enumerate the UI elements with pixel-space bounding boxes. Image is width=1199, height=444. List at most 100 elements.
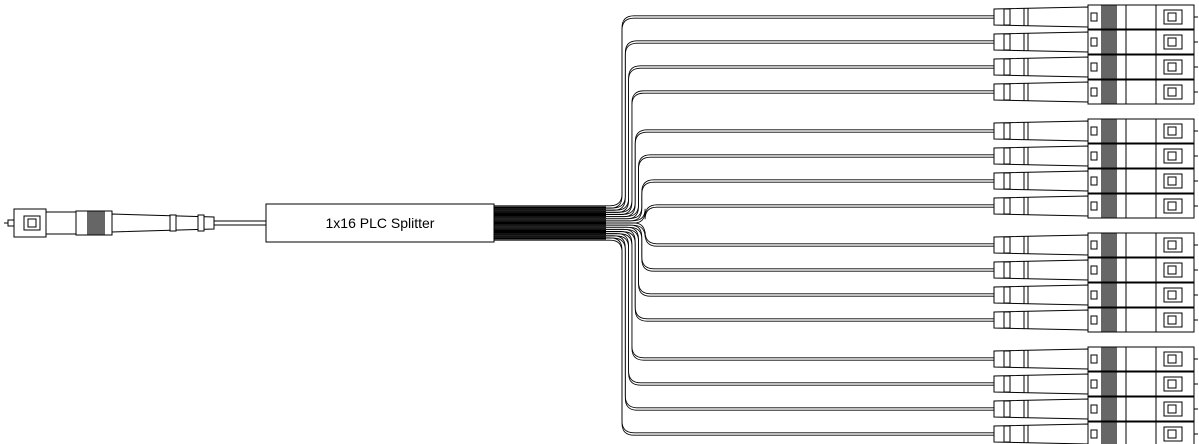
output-leg: [494, 29, 1198, 211]
output-sc-body: [1125, 168, 1157, 194]
output-ferrule: [1167, 240, 1177, 250]
output-leg: [494, 231, 1198, 372]
splitter-label: 1x16 PLC Splitter: [326, 215, 435, 231]
output-ribbing: [1101, 233, 1117, 257]
output-boot-ring: [1003, 236, 1011, 254]
output-leg: [494, 233, 1198, 397]
output-crimp-body: [1087, 396, 1127, 422]
output-sc-body: [1125, 193, 1157, 219]
output-leg: [494, 118, 1198, 218]
output-fiber-line: [494, 229, 994, 297]
output-fiber-line: [494, 235, 994, 386]
output-ferrule: [1167, 126, 1177, 136]
output-fiber-line: [494, 231, 994, 359]
output-leg: [494, 143, 1198, 220]
output-latch: [1090, 265, 1098, 275]
output-boot-ring: [1003, 8, 1011, 26]
output-fiber-line: [494, 67, 994, 213]
output-fiber-line: [494, 228, 994, 320]
output-sc-body: [1125, 54, 1157, 80]
output-connector: [993, 421, 1198, 444]
output-latch: [1090, 201, 1098, 211]
output-ribbing: [1101, 347, 1117, 371]
output-fiber-line: [494, 231, 994, 322]
input-fiber-cable: [214, 220, 266, 226]
output-boot-ring: [1003, 122, 1011, 140]
input-tip: [7, 219, 15, 227]
output-boot-ring: [1003, 400, 1011, 418]
output-fiber-line: [494, 131, 994, 218]
output-sc-body: [1125, 29, 1157, 55]
output-leg: [494, 228, 1198, 333]
output-ferrule: [1167, 12, 1177, 22]
input-connector: [4, 208, 215, 238]
output-ribbing: [1101, 283, 1117, 307]
output-leg: [494, 237, 1198, 444]
fiber-bundle: [494, 206, 606, 240]
output-ferrule: [1167, 290, 1177, 300]
output-ribbing: [1101, 397, 1117, 421]
output-ribbing: [1101, 5, 1117, 29]
output-connector: [993, 257, 1198, 283]
output-fiber-line: [494, 233, 994, 361]
output-sc-body: [1125, 282, 1157, 308]
output-ribbing: [1101, 258, 1117, 282]
output-ferrule: [1167, 151, 1177, 161]
output-connector: [993, 282, 1198, 308]
output-boot-ring: [1003, 350, 1011, 368]
output-fiber-line: [494, 235, 994, 409]
output-latch: [1090, 315, 1098, 325]
output-latch: [1090, 37, 1098, 47]
input-sc-body: [45, 211, 77, 235]
output-connector: [993, 79, 1198, 105]
output-ferrule: [1167, 87, 1177, 97]
output-fibers: [494, 4, 1198, 444]
output-fiber-line: [494, 15, 994, 207]
output-connector: [993, 168, 1198, 194]
output-boot-ring: [1003, 172, 1011, 190]
output-ferrule: [1167, 404, 1177, 414]
output-sc-body: [1125, 232, 1157, 258]
output-fiber-line: [494, 224, 994, 247]
output-boot-ring: [1003, 425, 1011, 443]
output-fiber-line: [494, 90, 994, 213]
output-boot-ring: [1003, 33, 1011, 51]
output-latch: [1090, 354, 1098, 364]
output-sc-body: [1125, 143, 1157, 169]
output-sc-body: [1125, 257, 1157, 283]
output-connector: [993, 118, 1198, 144]
output-ferrule: [1167, 62, 1177, 72]
output-latch: [1090, 290, 1098, 300]
output-leg: [494, 168, 1198, 222]
output-latch: [1090, 379, 1098, 389]
output-fiber-line: [494, 239, 994, 436]
output-connector: [993, 346, 1198, 372]
output-ribbing: [1101, 372, 1117, 396]
output-fiber-line: [494, 92, 994, 215]
output-fiber-line: [494, 65, 994, 211]
output-connector: [993, 143, 1198, 169]
output-ferrule: [1167, 379, 1177, 389]
input-ribbing: [87, 211, 105, 235]
output-leg: [494, 224, 1198, 283]
output-fiber-line: [494, 206, 994, 224]
output-boot-ring: [1003, 83, 1011, 101]
output-ferrule: [1167, 37, 1177, 47]
output-latch: [1090, 429, 1098, 439]
output-sc-body: [1125, 307, 1157, 333]
output-leg: [494, 4, 1198, 209]
output-boot-ring: [1003, 58, 1011, 76]
input-ferrule: [27, 218, 37, 228]
output-crimp-body: [1087, 257, 1127, 283]
output-boot-ring: [1003, 375, 1011, 393]
output-connector: [993, 396, 1198, 422]
output-latch: [1090, 151, 1098, 161]
output-boot-ring: [1003, 261, 1011, 279]
output-ferrule: [1167, 315, 1177, 325]
splitter-box: 1x16 PLC Splitter: [265, 203, 495, 243]
output-fiber-line: [494, 129, 994, 215]
output-leg: [494, 235, 1198, 422]
output-boot-ring: [1003, 147, 1011, 165]
output-latch: [1090, 126, 1098, 136]
